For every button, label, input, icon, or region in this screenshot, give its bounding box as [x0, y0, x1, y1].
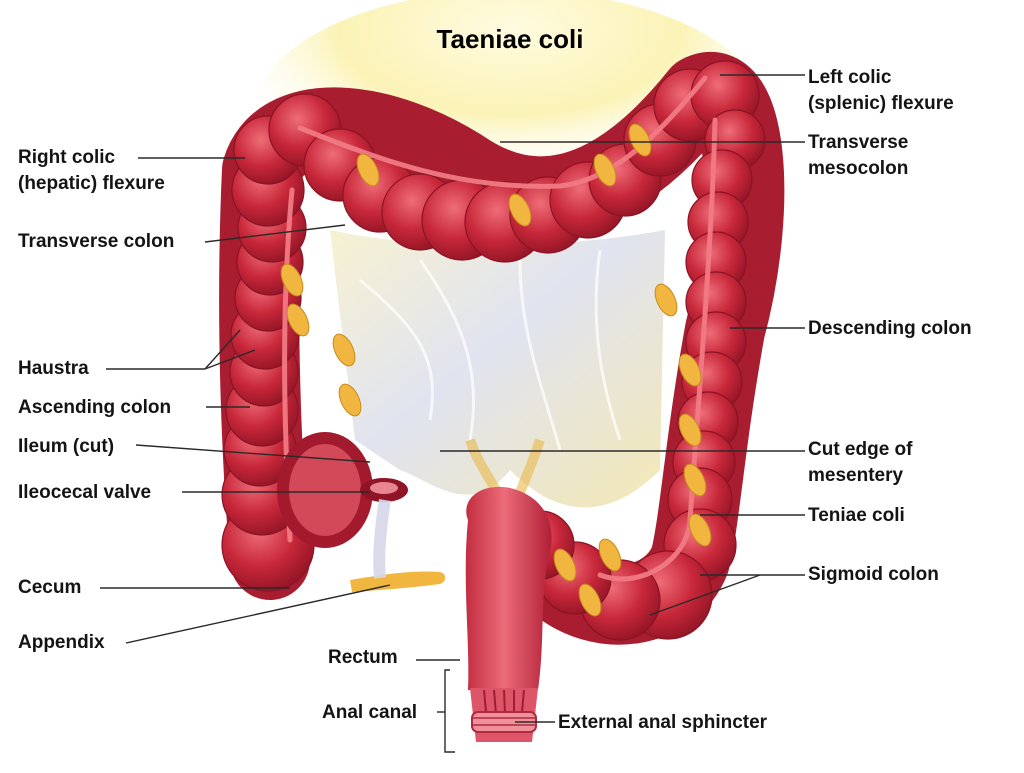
label-right-colic-flexure: Right colic (hepatic) flexure: [18, 145, 165, 197]
fat-appendage: [688, 513, 712, 547]
taenia-band: [597, 117, 718, 582]
label-descending-colon: Descending colon: [808, 318, 972, 339]
appendix: [350, 571, 446, 592]
fat-appendage: [332, 333, 356, 367]
label-line: Cut edge of: [808, 439, 913, 460]
label-appendix: Appendix: [18, 632, 105, 653]
label-line: Transverse: [808, 132, 909, 153]
label-anal-canal: Anal canal: [322, 702, 418, 723]
label-teniae-coli: Teniae coli: [808, 505, 905, 526]
fat-appendage: [678, 353, 702, 387]
rectum: [465, 486, 552, 690]
fat-appendage: [286, 303, 310, 337]
label-ileum-cut: Ileum (cut): [18, 436, 115, 457]
label-line: Left colic: [808, 67, 892, 88]
leader-sigmoid-colon-b: [649, 574, 761, 616]
label-sigmoid-colon: Sigmoid colon: [808, 564, 939, 585]
label-haustra: Haustra: [18, 358, 89, 379]
fat-appendages: [280, 123, 712, 617]
label-external-anal-sphincter: External anal sphincter: [558, 712, 768, 733]
label-left-colic-flexure: Left colic (splenic) flexure: [808, 65, 954, 117]
label-ascending-colon: Ascending colon: [18, 397, 172, 418]
fat-appendage: [553, 548, 577, 582]
fat-appendage: [356, 153, 380, 187]
rectum-structure: [465, 486, 552, 742]
fat-appendage: [628, 123, 652, 157]
label-line: Right colic: [18, 147, 116, 168]
mesentery-streaks: [359, 249, 622, 451]
fat-appendage: [678, 413, 702, 447]
diagram-title: Taeniae coli: [436, 24, 584, 54]
fat-appendage: [280, 263, 304, 297]
fat-appendage: [338, 383, 362, 417]
fat-appendage: [654, 283, 678, 317]
label-rectum: Rectum: [328, 647, 398, 668]
label-ileocecal-valve: Ileocecal valve: [18, 482, 152, 503]
label-line: (splenic) flexure: [808, 93, 954, 114]
fat-appendage: [683, 463, 707, 497]
taenia-band: [297, 75, 708, 189]
leader-haustra-b: [204, 349, 256, 370]
fat-appendage: [508, 193, 532, 227]
leader-appendix: [125, 584, 391, 644]
leader-lines: [100, 74, 805, 753]
label-line: mesentery: [808, 465, 904, 486]
label-cut-edge-mesentery: Cut edge of mesentery: [808, 437, 913, 489]
label-cecum: Cecum: [18, 577, 82, 598]
fat-appendage: [598, 538, 622, 572]
leader-ileum-cut: [135, 444, 371, 463]
mesentery: [330, 230, 665, 508]
fat-appendage: [578, 583, 602, 617]
leader-anal-canal-bracket: [444, 669, 455, 753]
leader-haustra-a: [204, 329, 241, 370]
leader-transverse-colon: [204, 224, 346, 243]
anal-columns: [483, 689, 525, 715]
label-line: (hepatic) flexure: [18, 173, 165, 194]
label-transverse-colon: Transverse colon: [18, 231, 175, 252]
fat-appendage: [593, 153, 617, 187]
label-line: mesocolon: [808, 158, 909, 179]
label-transverse-mesocolon: Transverse mesocolon: [808, 130, 908, 182]
